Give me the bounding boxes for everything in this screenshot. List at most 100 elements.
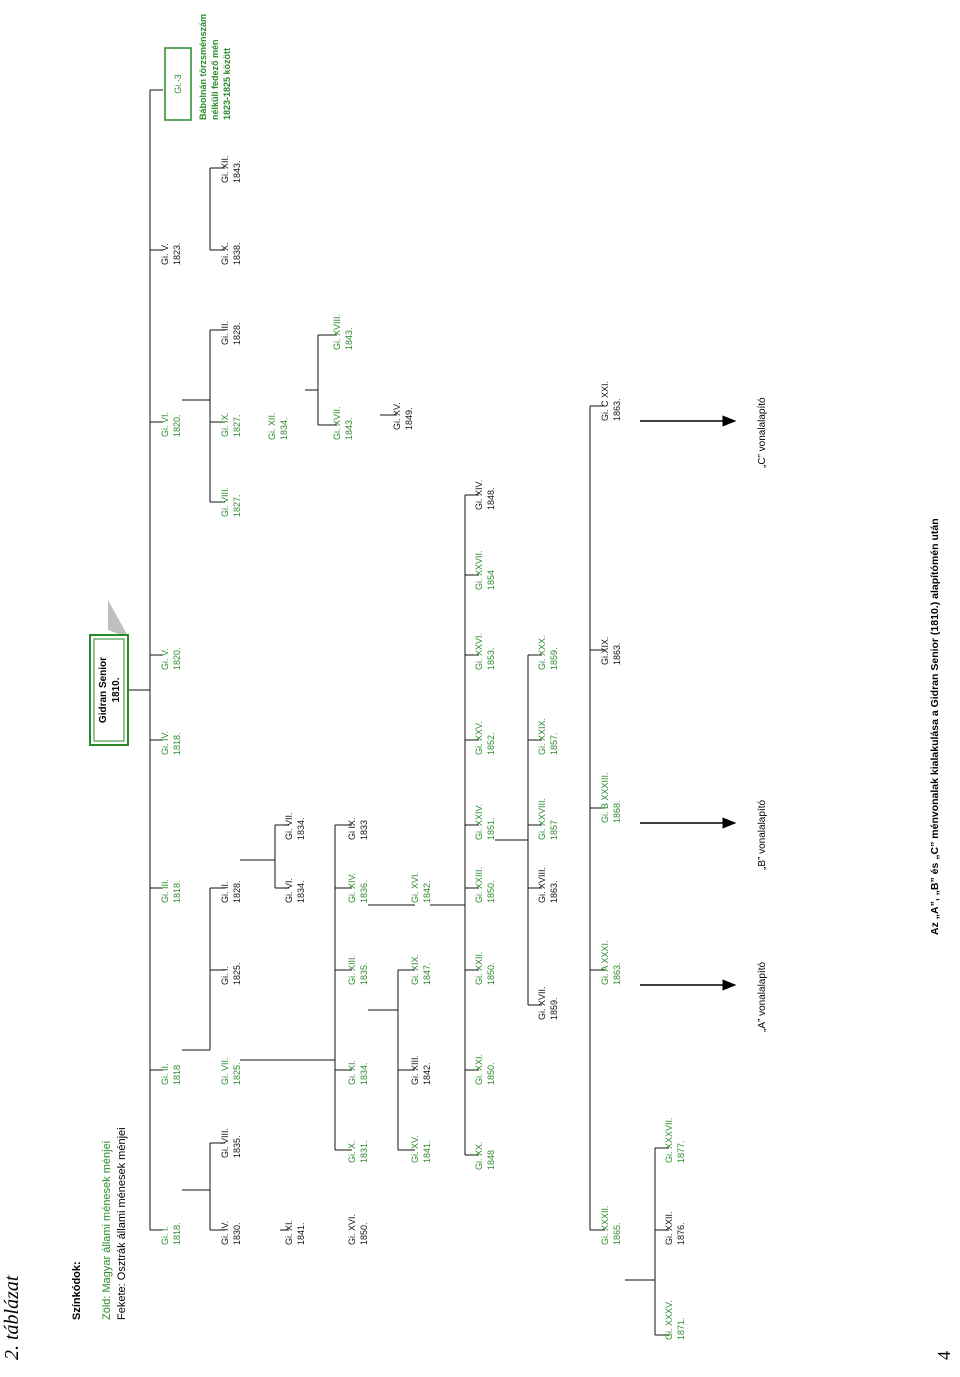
stallion-year: 1835. xyxy=(359,962,369,985)
line-founder-c-label: „C” vonalalapító xyxy=(757,397,768,468)
stallion-name: Gi. XXXVII. xyxy=(664,1117,674,1163)
stallion-name: Gi. XXX. xyxy=(537,635,547,670)
stallion-year: 1852. xyxy=(486,732,496,755)
page-title: 2. táblázat xyxy=(1,1275,23,1360)
stallion-year: 1854 xyxy=(486,570,496,590)
stallion-year: 1830. xyxy=(232,1222,242,1245)
stallion-name: Gi. I. xyxy=(160,1226,170,1245)
stallion-year: 1834. xyxy=(296,817,306,840)
stallion-node: Gi. XII.1834. xyxy=(267,412,289,440)
note-box-label: Gi.-3 xyxy=(173,74,183,94)
stallion-name: Gi. XII. xyxy=(220,155,230,183)
stallion-year: 1825. xyxy=(232,962,242,985)
stallion-year: 1834. xyxy=(296,880,306,903)
stallion-name: Gi.XIX. xyxy=(600,636,610,665)
stallion-node: Gi. X.1838. xyxy=(220,242,242,265)
stallion-year: 1859. xyxy=(549,997,559,1020)
stallion-name: Gi. X. xyxy=(220,242,230,265)
stallion-year: 1847. xyxy=(422,962,432,985)
figure-caption: Az „A”, „B” és „C” ménvonalak kialakulás… xyxy=(929,518,941,935)
stallion-name: Gi. XXI. xyxy=(474,1054,484,1085)
stallion-name: Gi. XIV. xyxy=(474,480,484,510)
line-founder-b-label: „B” vonalalapító xyxy=(757,800,768,870)
stallion-name: Gi. VI. xyxy=(284,878,294,903)
stallion-name: Gi. III. xyxy=(220,321,230,345)
stallion-node: Gi. XIX.1847. xyxy=(410,954,432,985)
stallion-name: Gi. XXIV. xyxy=(474,804,484,840)
stallion-node: Gi. VIII.1835. xyxy=(220,1128,242,1158)
stallion-node: Gi. XXIV.1851. xyxy=(474,804,496,840)
stallion-year: 1818. xyxy=(172,880,182,903)
stallion-name: Gi. II. xyxy=(160,1063,170,1085)
stallion-year: 1843. xyxy=(344,417,354,440)
stallion-year: 1843. xyxy=(232,160,242,183)
stallion-node: Gi. VII.1834. xyxy=(284,812,306,840)
stallion-node: Gi. XXXV.1871. xyxy=(664,1300,686,1340)
stallion-name: Gi. XIX. xyxy=(410,954,420,985)
stallion-year: 1863. xyxy=(549,880,559,903)
legend-heading: Színkódok: xyxy=(71,1261,83,1320)
stallion-node: Gi. XVI.1850. xyxy=(347,1214,369,1245)
stallion-name: Gi. XV. xyxy=(392,402,402,430)
stallion-year: 1831. xyxy=(359,1140,369,1163)
stallion-year: 1842. xyxy=(422,1062,432,1085)
stallion-node: Gi. II.1818 xyxy=(160,1063,182,1085)
stallion-name: Gi. XXII. xyxy=(474,951,484,985)
stallion-name: Gi. XVII. xyxy=(537,986,547,1020)
stallion-year: 1850. xyxy=(486,1062,496,1085)
stallion-year: 1818 xyxy=(172,1065,182,1085)
stallion-node: Gi. A XXXI.1863. xyxy=(600,940,622,985)
note-line-3: 1823-1825 között xyxy=(222,48,232,120)
stallion-name: Gi. XXIII. xyxy=(474,867,484,903)
note-box-frame xyxy=(164,47,192,121)
stallion-year: 1834. xyxy=(359,1062,369,1085)
stallion-year: 1818. xyxy=(172,1222,182,1245)
stallion-node: Gi.XIX.1863. xyxy=(600,636,622,665)
stallion-node: Gi. XXXII.1865. xyxy=(600,1205,622,1245)
stallion-node: Gi. XIV.1848. xyxy=(474,480,496,510)
stallion-node: Gi. XXV.1852. xyxy=(474,721,496,755)
stallion-year: 1851. xyxy=(486,817,496,840)
stallion-name: Gi. XXVII. xyxy=(474,550,484,590)
stallion-name: Gi. XXVIII. xyxy=(537,798,547,840)
stallion-year: 1853. xyxy=(486,647,496,670)
stallion-node: Gi. XXVI.1853. xyxy=(474,633,496,670)
stallion-node: Gi. C XXI.1863. xyxy=(600,381,622,421)
stallion-name: Gi. XV. xyxy=(410,1135,420,1163)
stallion-year: 1818. xyxy=(172,732,182,755)
stallion-node: Gi IX.1833 xyxy=(347,817,369,840)
stallion-name: Gi. XII. xyxy=(267,412,277,440)
stallion-name: Gi. VIII. xyxy=(220,1128,230,1158)
stallion-name: Gi. XVIII. xyxy=(332,314,342,350)
page-number: 4 xyxy=(934,1351,954,1360)
stallion-node: Gi. XV.1841. xyxy=(410,1135,432,1163)
stallion-name: Gi. XVIII. xyxy=(537,867,547,903)
founder-year: 1810. xyxy=(111,677,122,702)
stallion-name: Gi. XIII. xyxy=(347,955,357,985)
stallion-name: Gi. X. xyxy=(347,1140,357,1163)
stallion-year: 1820. xyxy=(172,647,182,670)
stallion-node: Gi. IV.1830. xyxy=(220,1221,242,1245)
stallion-node: Gi. XI.1834. xyxy=(347,1060,369,1085)
stallion-year: 1865. xyxy=(612,1222,622,1245)
stallion-name: Gi. III. xyxy=(160,879,170,903)
stallion-year: 1857 xyxy=(549,820,559,840)
stallion-name: Gi. XXXV. xyxy=(664,1300,674,1340)
stallion-year: 1833 xyxy=(359,820,369,840)
legend-green-entry: Zöld: Magyar állami ménesek ménjei xyxy=(101,1141,113,1320)
stallion-node: Gi. XXII.1876. xyxy=(664,1211,686,1245)
stallion-name: Gi. XI. xyxy=(347,1060,357,1085)
stallion-name: Gi. XVI. xyxy=(410,872,420,903)
stallion-year: 1838. xyxy=(232,242,242,265)
stallion-node: Gi. VI.1834. xyxy=(284,878,306,903)
stallion-year: 1828. xyxy=(232,880,242,903)
connector-lines xyxy=(129,89,669,1336)
stallion-node: Gi. VI.1820. xyxy=(160,412,182,437)
stallion-year: 1877. xyxy=(676,1140,686,1163)
stallion-year: 1842. xyxy=(422,880,432,903)
note-box: Gi.-3 Bábolnán törzsménszám nélküli fede… xyxy=(164,14,232,121)
stallion-node: Gi. XII.1843. xyxy=(220,155,242,183)
stallion-name: Gi. XXV. xyxy=(474,721,484,755)
stallion-node: Gi. V.1823. xyxy=(160,242,182,265)
